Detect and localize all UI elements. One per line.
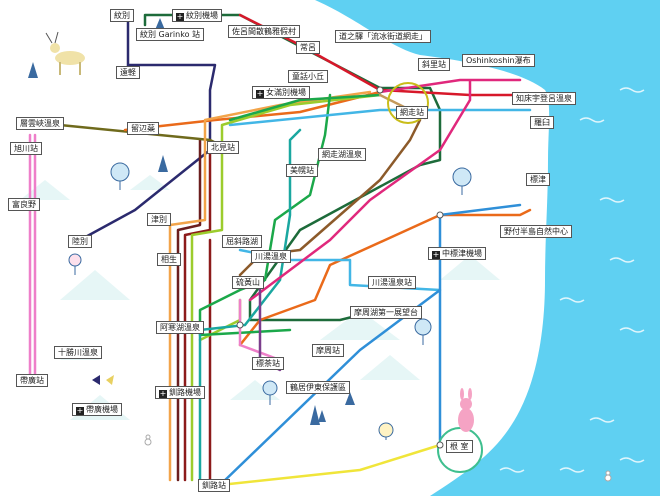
label-monbetsu-garinko: 紋別 Garinko 站 <box>136 28 205 41</box>
label-obihiro: 帶廣站 <box>16 374 48 387</box>
label-furano: 富良野 <box>8 198 40 211</box>
nemuro-highlight <box>437 427 483 473</box>
airport-icon: + <box>256 89 264 98</box>
label-tokachigawa: 十勝川溫泉 <box>54 346 102 359</box>
label-kushiro: 釧路站 <box>198 479 230 492</box>
label-akanko: 阿寒湖溫泉 <box>156 321 204 334</box>
bird-icon <box>92 375 114 385</box>
label-kawayu: 川湯溫泉 <box>251 250 291 263</box>
snowman-icon <box>144 434 612 482</box>
label-tsurui: 鶴居伊東保護區 <box>286 381 350 394</box>
label-oshinkoshin: Oshinkoshin瀑布 <box>462 54 535 67</box>
label-kawayu-station: 川湯溫泉站 <box>368 276 416 289</box>
pine-tree-icon <box>28 18 355 425</box>
airport-icon: + <box>176 12 184 21</box>
label-monbetsu: 紋別 <box>110 9 134 22</box>
label-rikubetsu: 陸別 <box>68 235 92 248</box>
airport-icon: + <box>159 389 167 398</box>
sea-ripples <box>499 87 645 473</box>
route-pink <box>28 133 282 382</box>
label-nakashibetsu-airport: +中標津機場 <box>428 247 486 260</box>
label-nosappu: 野付半島自然中心 <box>500 225 572 238</box>
label-memanbetsu-airport: +女滿別機場 <box>252 86 310 99</box>
label-monbetsu-airport: +紋別機場 <box>172 9 222 22</box>
label-kussharo: 屈斜路湖 <box>222 235 262 248</box>
label-utoro: 知床宇登呂溫泉 <box>512 92 576 105</box>
airport-icon: + <box>76 406 84 415</box>
label-shari: 斜里站 <box>418 58 450 71</box>
route-yellow <box>218 443 442 487</box>
route-orange <box>123 90 532 347</box>
sea <box>315 0 660 496</box>
label-rausu: 羅臼 <box>530 116 554 129</box>
airport-icon: + <box>432 250 440 259</box>
label-engaru: 遠軽 <box>116 66 140 79</box>
route-magenta <box>248 78 522 302</box>
deer-icon <box>45 31 85 75</box>
route-maroon <box>176 138 202 482</box>
label-nemuro: 根 室 <box>446 440 473 453</box>
label-bihoro: 美幌站 <box>286 164 318 177</box>
label-saroma: 佐呂間散鶴雅假村 <box>228 25 300 38</box>
route-darkred <box>183 138 212 482</box>
label-shibetsu: 標津 <box>526 173 550 186</box>
route-blue <box>218 203 522 487</box>
label-kitami: 北見站 <box>207 141 239 154</box>
route-lightorange <box>168 90 372 482</box>
label-shibecha: 標茶站 <box>252 357 284 370</box>
label-tokoro: 常呂 <box>296 41 320 54</box>
label-dowa-no-oka: 童話小丘 <box>288 70 328 83</box>
abashiri-highlight <box>387 82 429 124</box>
label-abashiri: 網走站 <box>396 106 428 119</box>
label-aioi: 相生 <box>157 253 181 266</box>
label-kushiro-airport: +釧路機場 <box>155 386 205 399</box>
label-mashu1: 摩周湖第一展望台 <box>350 306 422 319</box>
label-rubeshibe: 留辺蘂 <box>127 122 159 135</box>
label-asahikawa: 旭川站 <box>10 142 42 155</box>
label-tsubetsu: 津別 <box>147 213 171 226</box>
label-sounkyo: 層雲峽溫泉 <box>16 117 64 130</box>
label-abashiriko: 網走湖溫泉 <box>318 148 366 161</box>
label-mashu: 摩周站 <box>312 344 344 357</box>
rabbit-icon <box>458 388 474 432</box>
tree-icon <box>68 162 472 440</box>
label-iou: 硫黃山 <box>232 276 264 289</box>
label-ryuhyo: 道之驛「流冰街道網走」 <box>335 30 431 43</box>
label-obihiro-airport: +帶廣機場 <box>72 403 122 416</box>
trees <box>28 18 472 440</box>
